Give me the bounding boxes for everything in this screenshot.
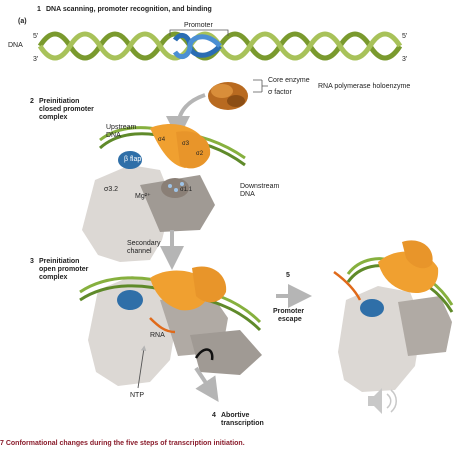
step4-line1: Abortive — [221, 412, 250, 419]
figure-caption: 7 Conformational changes during the five… — [0, 440, 245, 447]
step5-line2: escape — [278, 316, 302, 323]
step2-line3: complex — [39, 114, 68, 121]
step4-line2: transcription — [221, 420, 264, 427]
sigma32-label: σ3.2 — [104, 186, 119, 193]
step4-number: 4 — [212, 412, 216, 419]
speaker-icon[interactable] — [368, 388, 397, 414]
step3-line2: open promoter — [39, 266, 89, 273]
core-enzyme-label: Core enzyme — [268, 77, 310, 84]
open-complex-illustration — [79, 266, 262, 386]
step3-number: 3 — [30, 258, 34, 265]
beta-flap-label: β flap — [124, 156, 142, 163]
step1-title: DNA scanning, promoter recognition, and … — [46, 6, 212, 13]
strand-end-bottom-right: 3' — [402, 56, 408, 63]
beta-flap-shape — [118, 151, 142, 169]
sigma3-label: σ3 — [182, 141, 190, 147]
sigma-factor-label: σ factor — [268, 89, 292, 96]
mg-label: Mg²⁺ — [135, 193, 151, 200]
ntp-label: NTP — [130, 392, 144, 399]
strand-end-top-right: 5' — [402, 33, 408, 40]
promoter-label: Promoter — [184, 22, 213, 29]
secondary-channel-label-1: Secondary — [127, 240, 161, 247]
downstream-dna-label-1: Downstream — [240, 183, 280, 190]
strand-end-top-left: 5' — [33, 33, 39, 40]
arrow-step1-to-2 — [166, 93, 206, 140]
downstream-dna-label-2: DNA — [240, 191, 255, 198]
strand-end-bottom-left: 3' — [33, 56, 39, 63]
upstream-dna-label-1: Upstream — [106, 124, 137, 131]
step3-line1: Preinitiation — [39, 258, 80, 265]
dna-helix — [37, 31, 403, 61]
rna-strand — [149, 317, 176, 334]
closed-complex-illustration — [82, 124, 246, 262]
step3-line3: complex — [39, 274, 68, 281]
rna-label: RNA — [150, 332, 165, 339]
panel-label: (a) — [18, 18, 27, 25]
sigma11-label: σ1.1 — [180, 187, 193, 193]
step2-line2: closed promoter — [39, 106, 94, 113]
promoter-bracket — [169, 29, 229, 36]
holoenzyme-illustration — [208, 82, 248, 110]
upstream-dna-label-2: DNA — [106, 132, 121, 139]
secondary-channel-label-2: channel — [127, 248, 152, 255]
step2-line1: Preinitiation — [39, 98, 80, 105]
step1-number: 1 — [37, 6, 41, 13]
sigma4-label: σ4 — [158, 137, 166, 143]
arrow-step3-to-4 — [194, 366, 219, 402]
dna-label: DNA — [8, 42, 23, 49]
step5-number: 5 — [286, 272, 290, 279]
step5-line1: Promoter — [273, 308, 305, 315]
step2-number: 2 — [30, 98, 34, 105]
sigma2-label: σ2 — [196, 151, 204, 157]
holoenzyme-label: RNA polymerase holoenzyme — [318, 83, 411, 90]
elongation-complex-illustration — [333, 240, 454, 392]
